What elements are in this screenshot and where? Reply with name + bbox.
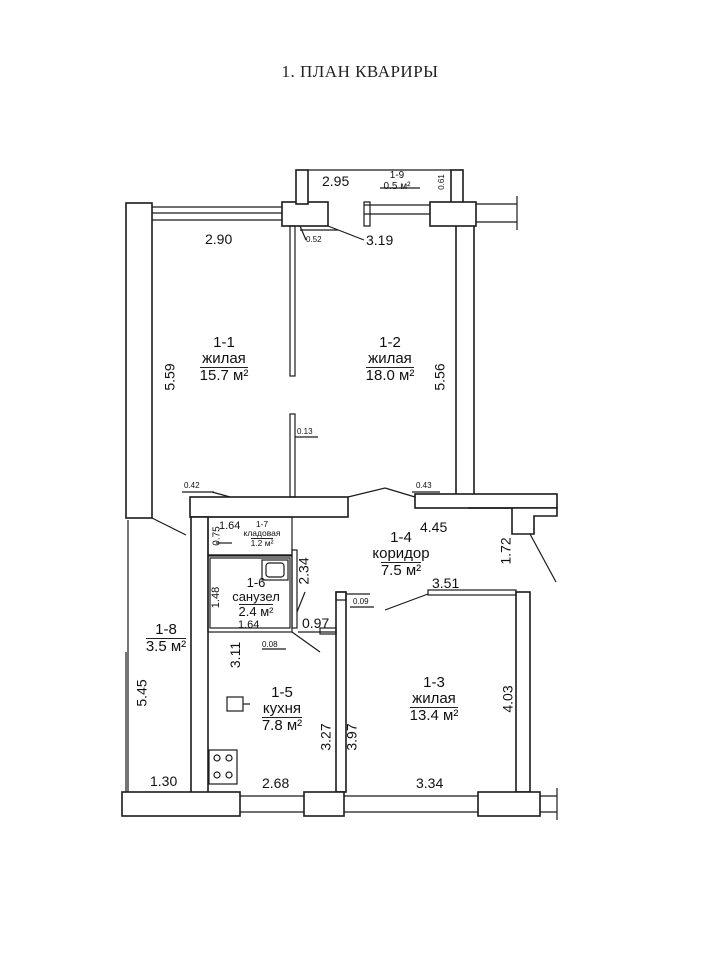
room-1-6: 1-6 санузел 2.4 м²: [224, 575, 288, 620]
dim-2-90: 2.90: [205, 231, 233, 247]
dim-0-42: 0.42: [184, 481, 200, 490]
room-1-6-id: 1-6: [246, 575, 266, 590]
room-1-9-id: 1-9: [389, 170, 405, 181]
dim-3-34: 3.34: [416, 775, 444, 791]
dim-0-13: 0.13: [297, 427, 313, 436]
wall-right-upper: [455, 223, 475, 497]
room-1-9-area: 0.5 м²: [383, 180, 411, 192]
room-1-8-area: 3.5 м²: [145, 638, 187, 656]
room-1-6-area: 2.4 м²: [238, 604, 274, 620]
dim-0-61: 0.61: [436, 174, 446, 190]
room-1-5: 1-5 кухня 7.8 м²: [244, 684, 320, 735]
dim-3-11: 3.11: [227, 641, 244, 669]
room-1-3-id: 1-3: [423, 674, 445, 691]
wall-bottom-center: [303, 791, 345, 817]
dim-1-64-bottom: 1.64: [238, 619, 260, 631]
room-1-3-area: 13.4 м²: [409, 707, 459, 725]
room-1-1-id: 1-1: [213, 334, 235, 351]
dim-5-45: 5.45: [133, 679, 150, 707]
room-1-7: 1-7 кладовая 1.2 м²: [234, 519, 290, 549]
dim-2-34: 2.34: [295, 557, 312, 585]
dim-0-97: 0.97: [302, 615, 330, 631]
room-1-8: 1-8 3.5 м²: [138, 621, 194, 656]
room-1-4-id: 1-4: [390, 529, 412, 546]
dim-3-51: 3.51: [432, 575, 460, 591]
dim-0-52: 0.52: [306, 235, 322, 244]
dim-0-43: 0.43: [416, 481, 432, 490]
wall-pier-balcony-right: [450, 169, 464, 205]
room-1-5-id: 1-5: [271, 684, 293, 701]
room-1-2-id: 1-2: [379, 334, 401, 351]
room-1-1: 1-1 жилая 15.7 м²: [186, 334, 262, 385]
dim-3-27: 3.27: [317, 723, 334, 751]
room-1-4-name: коридор: [372, 545, 430, 563]
dim-0-09: 0.09: [353, 597, 369, 606]
dim-5-59: 5.59: [161, 363, 178, 391]
wall-middle-right: [414, 493, 558, 509]
dim-0-75: 0.75: [211, 526, 223, 546]
plan-title: 1. ПЛАН КВАРИРЫ: [281, 62, 439, 81]
dim-1-30: 1.30: [150, 773, 178, 789]
wall-pier-top-right: [429, 201, 477, 227]
room-1-7-id: 1-7: [255, 519, 269, 529]
room-1-4-area: 7.5 м²: [380, 562, 422, 580]
dim-3-19: 3.19: [366, 232, 394, 248]
wall-bedroom3-right: [515, 591, 531, 793]
room-1-3: 1-3 жилая 13.4 м²: [396, 674, 472, 725]
dim-5-56: 5.56: [431, 363, 448, 391]
wall-pier-balcony: [295, 169, 309, 205]
wall-bottom-right: [477, 791, 541, 817]
room-1-9: 1-9 0.5 м²: [372, 170, 422, 193]
wall-middle: [189, 496, 349, 518]
dim-4-03: 4.03: [499, 685, 516, 713]
room-1-2-area: 18.0 м²: [365, 367, 415, 385]
room-1-4: 1-4 коридор 7.5 м²: [356, 529, 446, 580]
wall-bottom-left: [121, 791, 241, 817]
room-1-1-name: жилая: [202, 350, 246, 368]
room-1-8-id: 1-8: [155, 621, 177, 638]
dim-1-64-top: 1.64: [219, 520, 241, 532]
dim-0-08: 0.08: [262, 640, 278, 649]
room-1-6-name: санузел: [232, 589, 280, 605]
dim-2-68: 2.68: [262, 775, 290, 791]
room-1-7-name: кладовая: [243, 528, 281, 539]
room-1-2-name: жилая: [368, 350, 412, 368]
wall-left-outer: [125, 202, 153, 519]
room-1-5-area: 7.8 м²: [261, 717, 303, 735]
dim-1-48: 1.48: [210, 586, 223, 609]
room-1-1-area: 15.7 м²: [199, 367, 249, 385]
dim-3-97: 3.97: [343, 723, 360, 751]
wall-pier-top-center: [281, 201, 329, 227]
dim-4-45: 4.45: [420, 519, 448, 535]
room-1-7-area: 1.2 м²: [250, 538, 274, 549]
room-1-3-name: жилая: [412, 690, 456, 708]
wall-kitchen-right: [335, 591, 347, 793]
room-1-5-name: кухня: [262, 700, 302, 718]
room-1-2: 1-2 жилая 18.0 м²: [350, 334, 430, 385]
wall-right-step: [468, 507, 558, 535]
dim-1-72: 1.72: [497, 537, 514, 565]
dim-2-95: 2.95: [322, 173, 350, 189]
